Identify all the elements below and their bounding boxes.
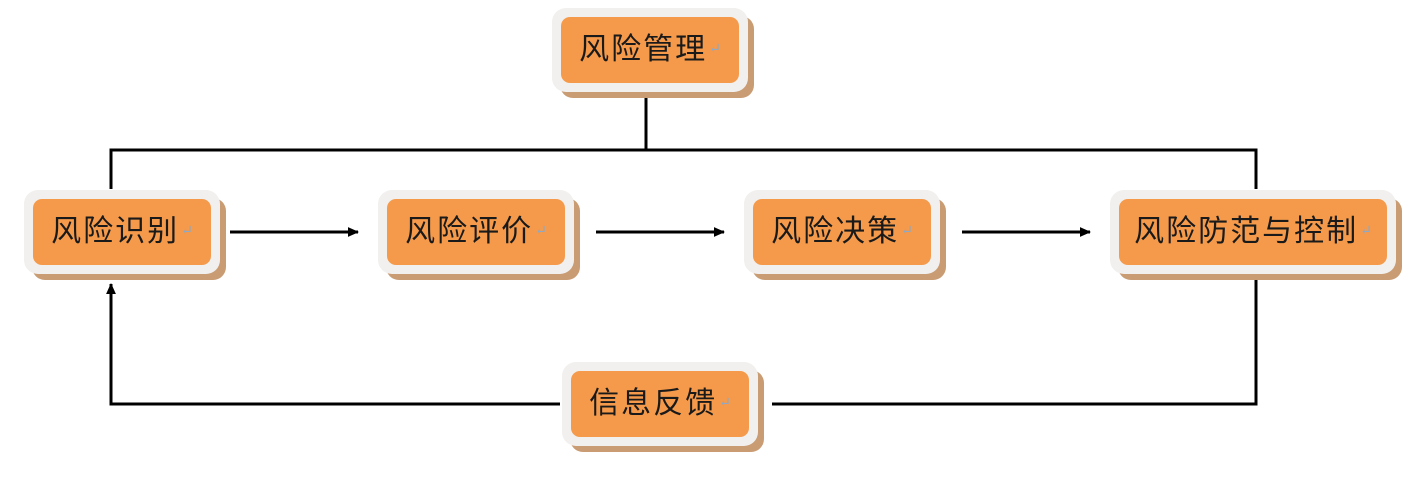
pilcrow-icon: ↵ [181,224,193,239]
edge-management-to-identification [109,148,646,189]
node-risk-decision-label: 风险决策 [771,215,900,248]
node-information-feedback[interactable]: 信息反馈↵ [562,362,758,446]
node-risk-evaluation[interactable]: 风险评价↵ [378,190,574,274]
node-risk-control-body: 风险防范与控制↵ [1119,199,1387,265]
node-risk-evaluation-label: 风险评价 [405,215,534,248]
pilcrow-icon: ↵ [901,224,913,239]
node-risk-decision[interactable]: 风险决策↵ [744,190,940,274]
node-risk-control[interactable]: 风险防范与控制↵ [1110,190,1396,274]
node-information-feedback-label: 信息反馈 [589,387,718,420]
node-risk-decision-body: 风险决策↵ [753,199,931,265]
pilcrow-icon: ↵ [709,42,721,57]
node-risk-identification-body: 风险识别↵ [33,199,211,265]
node-risk-control-label: 风险防范与控制 [1134,215,1359,248]
node-risk-management-body: 风险管理↵ [561,17,739,83]
node-information-feedback-body: 信息反馈↵ [571,371,749,437]
node-risk-identification[interactable]: 风险识别↵ [24,190,220,274]
edge-control-to-feedback [772,277,1258,406]
pilcrow-icon: ↵ [1360,224,1372,239]
edge-management-to-control [646,148,1258,189]
edge-feedback-to-identification [106,283,560,406]
pilcrow-icon: ↵ [535,224,547,239]
node-risk-management-label: 风险管理 [579,33,708,66]
node-risk-identification-label: 风险识别 [51,215,180,248]
pilcrow-icon: ↵ [719,396,731,411]
node-risk-evaluation-body: 风险评价↵ [387,199,565,265]
node-risk-management[interactable]: 风险管理↵ [552,8,748,92]
